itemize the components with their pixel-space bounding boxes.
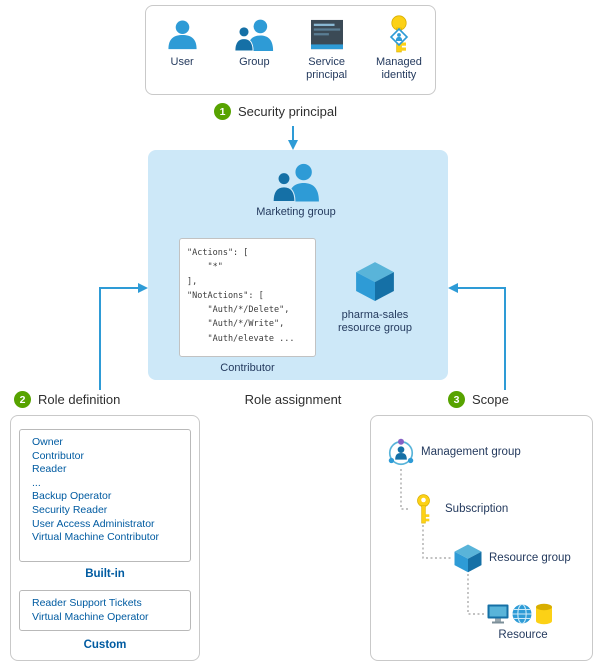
step-1-label: Security principal — [238, 104, 337, 119]
code-line: ], — [187, 276, 198, 287]
principal-label: Service principal — [306, 56, 348, 81]
step-security-principal: 1 Security principal — [214, 103, 337, 120]
role-list-item: Security Reader — [32, 503, 108, 516]
role-list-item: User Access Administrator — [32, 517, 155, 530]
principal-user: User — [146, 6, 218, 94]
role-assignment-title: Role assignment — [244, 392, 342, 407]
step-2-badge: 2 — [14, 391, 31, 408]
role-list-item: Owner — [32, 436, 63, 448]
pharma-sales-resource-group: pharma-sales resource group — [318, 260, 432, 335]
step-3-badge: 3 — [448, 391, 465, 408]
role-assignment-box: Marketing group "Actions": [ "*" ], "Not… — [148, 150, 448, 380]
resource-group-cube-icon — [453, 543, 483, 573]
step-3-label: Scope — [472, 392, 509, 407]
principal-label: Group — [239, 56, 270, 68]
security-principals-panel: User Group — [145, 5, 436, 95]
group-icon — [272, 163, 320, 203]
role-list-item: Reader — [32, 463, 67, 476]
service-principal-icon — [310, 14, 344, 56]
principal-group: Group — [218, 6, 290, 94]
resource-label: Resource — [498, 629, 548, 641]
principal-service-principal: Service principal — [291, 6, 363, 94]
vm-monitor-icon — [487, 604, 509, 624]
built-in-roles-list: Owner Contributor Reader ... Backup Oper… — [19, 429, 191, 562]
resource-group-label: Resource group — [489, 552, 571, 564]
role-list-item: Reader Support Tickets — [32, 597, 142, 609]
code-line: "NotActions": [ — [187, 290, 264, 301]
globe-icon — [512, 603, 532, 625]
marketing-group: Marketing group — [240, 163, 352, 219]
step-scope: 3 Scope — [448, 391, 509, 408]
code-line: "Actions": [ — [187, 248, 249, 258]
group-icon — [234, 14, 274, 56]
principal-label: Managed identity — [375, 56, 422, 81]
code-line: "Auth/elevate ... — [187, 333, 295, 344]
user-icon — [166, 14, 199, 56]
principal-managed-identity: Managed identity — [363, 6, 435, 94]
resource-group-cube-icon — [354, 260, 396, 302]
role-list-item: ... — [32, 476, 41, 489]
role-list-item: Contributor — [32, 449, 84, 462]
custom-roles-list: Reader Support Tickets Virtual Machine O… — [19, 590, 191, 631]
step-1-badge: 1 — [214, 103, 231, 120]
subscription-label: Subscription — [445, 503, 509, 515]
subscription-key-icon — [412, 494, 435, 524]
role-list-item: Backup Operator — [32, 490, 112, 503]
contributor-label: Contributor — [220, 362, 275, 374]
role-list-item: Virtual Machine Operator — [32, 610, 149, 623]
resource-group-label: pharma-sales resource group — [338, 309, 412, 334]
scope-arrow — [448, 283, 506, 390]
role-list-item: Virtual Machine Contributor — [32, 531, 160, 544]
principal-label: User — [170, 56, 194, 68]
scope-panel: Management group Subscription Resource g… — [370, 415, 593, 661]
scope-hierarchy-connectors — [400, 469, 485, 615]
marketing-group-label: Marketing group — [256, 206, 336, 218]
role-definition-snippet: "Actions": [ "*" ], "NotActions": [ "Aut… — [179, 238, 316, 357]
management-group-label: Management group — [421, 446, 521, 458]
role-definitions-panel: Owner Contributor Reader ... Backup Oper… — [10, 415, 200, 661]
code-line: "*" — [187, 262, 223, 273]
step-2-label: Role definition — [38, 392, 121, 407]
management-group-icon — [386, 438, 416, 468]
database-icon — [535, 603, 553, 625]
code-line: "Auth/*/Delete", — [187, 305, 290, 316]
role-definition-arrow — [99, 283, 148, 390]
managed-identity-icon — [384, 14, 414, 56]
step-role-definition: 2 Role definition — [14, 391, 120, 408]
custom-caption: Custom — [83, 639, 127, 651]
built-in-caption: Built-in — [85, 568, 125, 580]
code-line: "Auth/*/Write", — [187, 319, 285, 330]
